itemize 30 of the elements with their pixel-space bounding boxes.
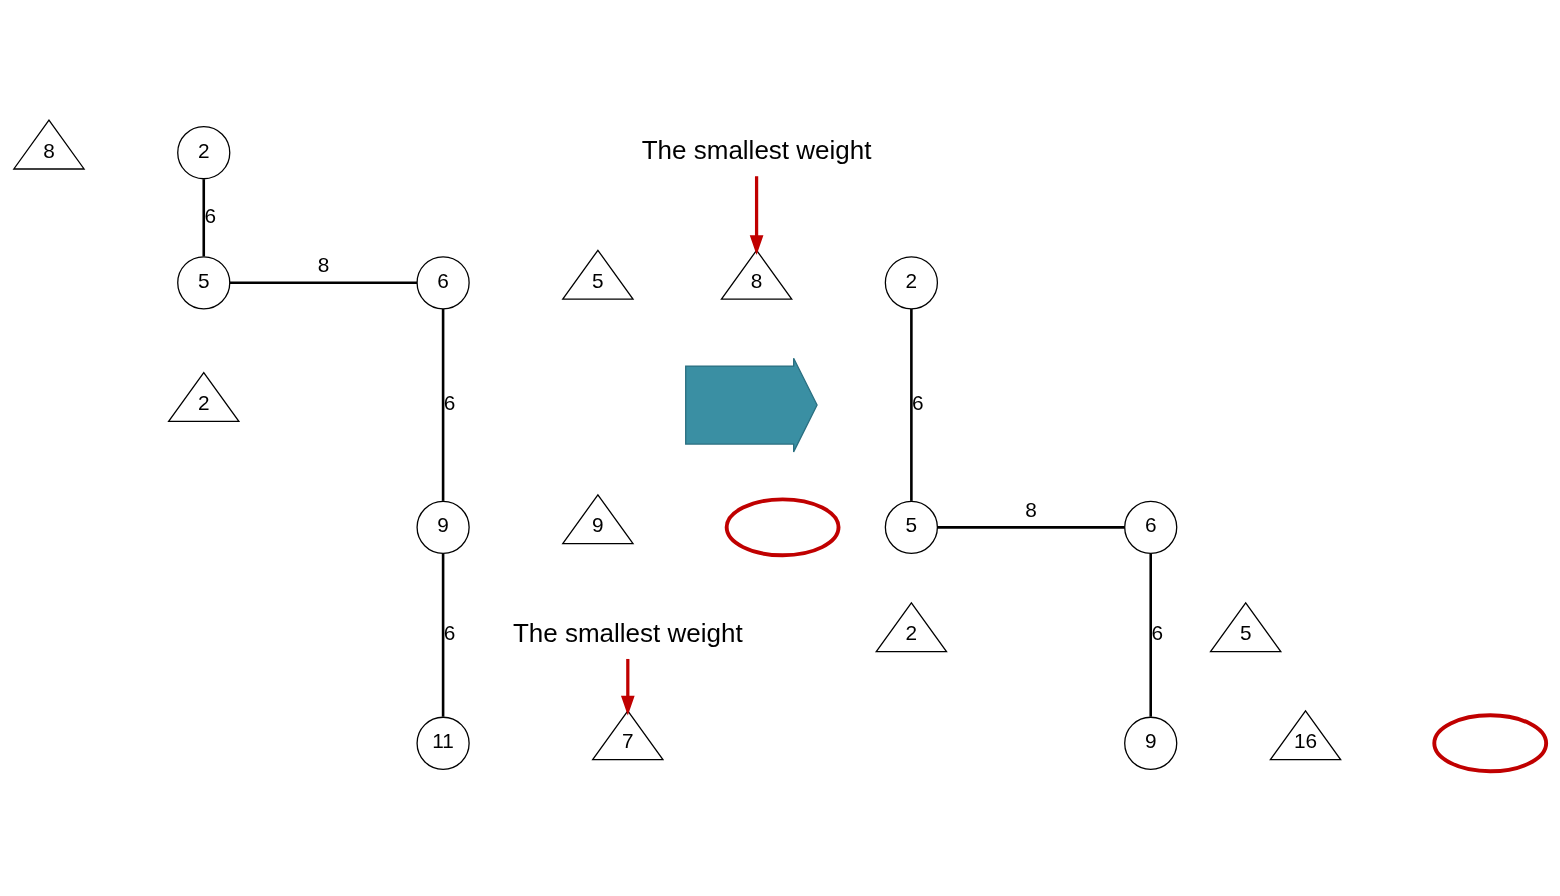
connector — [202, 179, 206, 257]
edge-label: 8 — [1025, 497, 1037, 521]
node-circle: 9 — [1124, 716, 1178, 770]
node-circle: 11 — [416, 716, 470, 770]
node-circle: 6 — [1124, 500, 1178, 554]
edge-label: 6 — [443, 621, 456, 645]
node-circle: 6 — [416, 256, 470, 310]
edge-label: 6 — [204, 203, 217, 227]
connector — [441, 553, 445, 717]
edge-label: 6 — [912, 391, 924, 415]
node-text: The smallest weight — [641, 135, 872, 166]
arrow — [749, 176, 764, 255]
edge-label: 6 — [443, 391, 456, 415]
connector — [1149, 553, 1152, 717]
node-circle: 2 — [884, 256, 939, 310]
node-circle: 2 — [177, 126, 231, 180]
node-circle: 9 — [416, 500, 470, 554]
node-circle: 5 — [884, 500, 939, 554]
node-ellipse — [1432, 713, 1549, 774]
connector — [441, 309, 445, 501]
node-text: The smallest weight — [512, 617, 743, 648]
connector — [910, 309, 913, 501]
edge-label: 8 — [317, 253, 330, 277]
connector — [229, 281, 418, 285]
connector — [937, 526, 1125, 529]
arrow — [620, 658, 635, 716]
node-ellipse — [724, 497, 841, 558]
edge-label: 6 — [1151, 621, 1164, 645]
node-arrow — [685, 357, 818, 453]
node-circle: 5 — [177, 256, 231, 310]
